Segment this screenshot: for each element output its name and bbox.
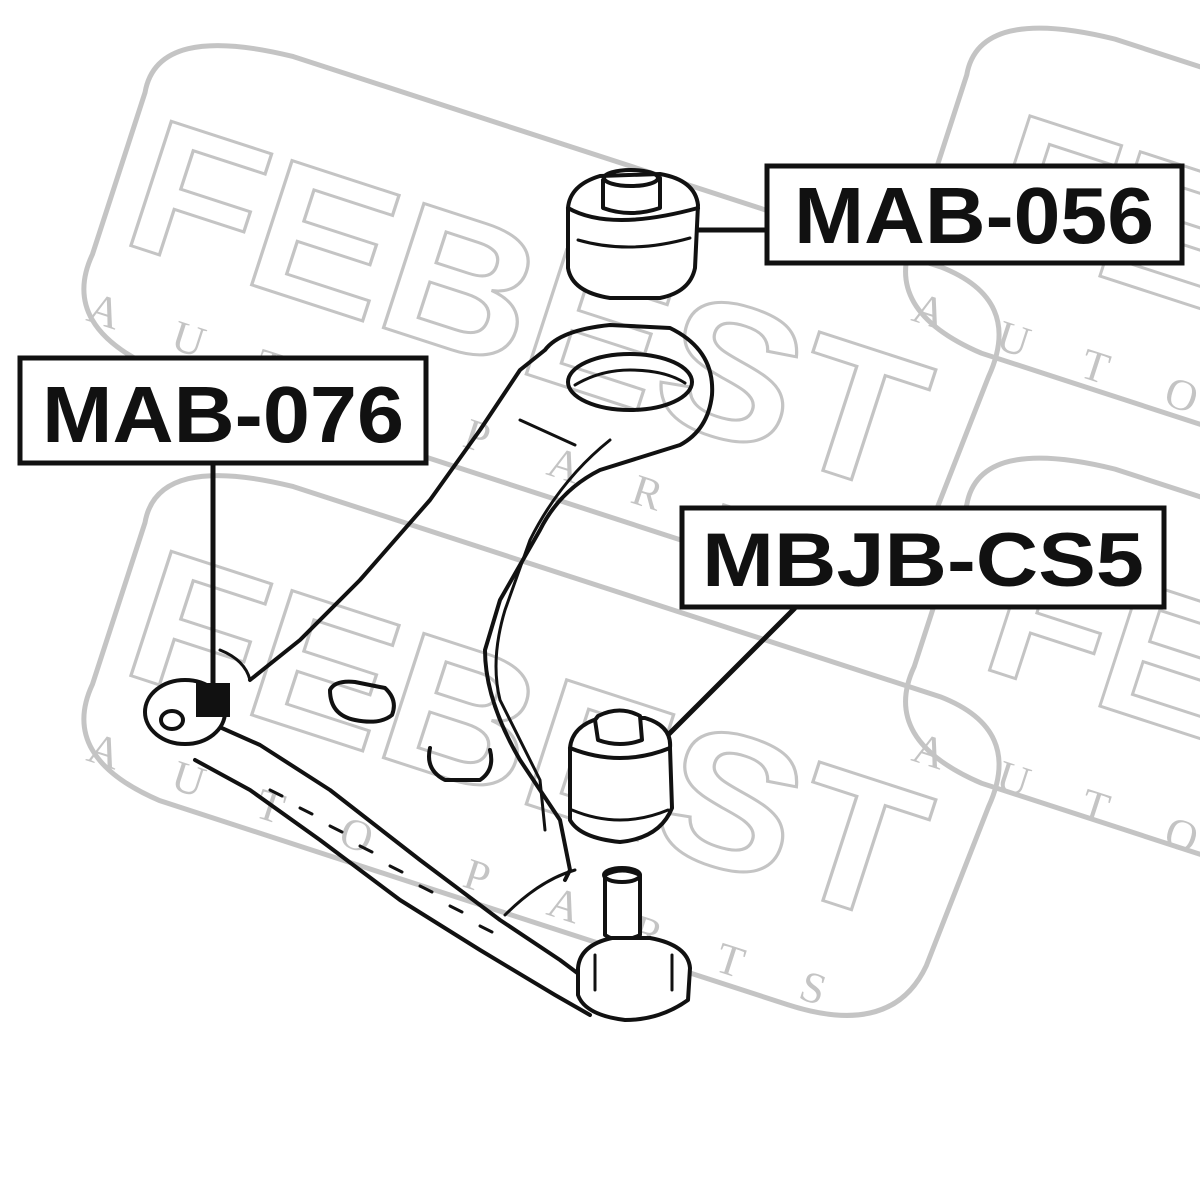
control-arm-front-leg-lower	[193, 758, 592, 1017]
callout-left-bushing-box	[17, 355, 429, 466]
top-bushing-sleeve	[601, 176, 662, 215]
ball-joint-drawing	[568, 708, 692, 1022]
top-bushing-body	[566, 172, 700, 300]
top-bushing-band	[576, 236, 692, 249]
watermark-subtext-letter: A	[82, 723, 128, 779]
watermark-oval-3	[903, 25, 1200, 530]
callouts-layer: MAB-056 MAB-076 MBJB-CS5	[17, 163, 1185, 737]
control-arm-outline	[248, 323, 715, 882]
ball-joint-cap	[593, 708, 644, 746]
watermark-subtext-letter: O	[1159, 807, 1200, 863]
watermark-subtext-letter: R	[626, 465, 670, 521]
ball-joint-boot	[568, 716, 674, 844]
ball-joint-boot-rim	[568, 746, 672, 760]
callout-top-bushing-box	[764, 163, 1185, 266]
watermark-subtext-letter: U	[166, 751, 211, 807]
watermark-subtext-letter: O	[1159, 367, 1200, 423]
watermark-subtext-letter: A	[82, 283, 128, 339]
parts-layer	[143, 168, 715, 1022]
top-bushing-rim	[566, 206, 700, 222]
callout-ball-joint-label: MBJB-CS5	[702, 518, 1144, 603]
callout-left-bushing: MAB-076	[17, 355, 429, 717]
ball-joint-stud-top	[602, 866, 642, 884]
arm-left-eye-cap	[218, 648, 252, 682]
watermark-brand-3: FEBEST	[965, 74, 1200, 507]
arm-inner-rib	[494, 438, 612, 832]
top-bushing-drawing	[566, 168, 700, 300]
callout-left-bushing-label: MAB-076	[42, 370, 404, 459]
arm-rib-1	[518, 418, 577, 447]
ball-joint-housing	[576, 936, 692, 1022]
watermark-subtext-letter: S	[794, 961, 832, 1015]
arm-hole-1	[328, 679, 396, 724]
arm-hole-2	[427, 746, 494, 782]
ball-joint-housing-edges	[593, 953, 674, 992]
watermark-oval-2	[81, 473, 1002, 1018]
top-bushing-sleeve-top	[602, 168, 660, 188]
arm-top-eye-outer	[566, 352, 694, 412]
callout-ball-joint-box	[679, 505, 1167, 610]
watermark-oval-4	[903, 455, 1200, 960]
arm-serrations	[268, 788, 494, 934]
callout-left-bushing-marker	[196, 683, 230, 717]
arm-support-line	[503, 868, 577, 917]
arm-top-eye-inner	[573, 368, 687, 387]
callout-top-bushing: MAB-056	[698, 163, 1185, 266]
callout-ball-joint: MBJB-CS5	[666, 505, 1167, 737]
watermark-subtext-letter: T	[1075, 339, 1116, 394]
watermark-subtext-letter: A	[542, 877, 588, 933]
arm-left-eye-hole	[159, 709, 185, 731]
callout-top-bushing-label: MAB-056	[794, 171, 1154, 260]
callout-ball-joint-leader	[666, 606, 797, 737]
ball-joint-boot-band	[570, 808, 670, 822]
watermark-subtext-letter: T	[710, 933, 751, 988]
